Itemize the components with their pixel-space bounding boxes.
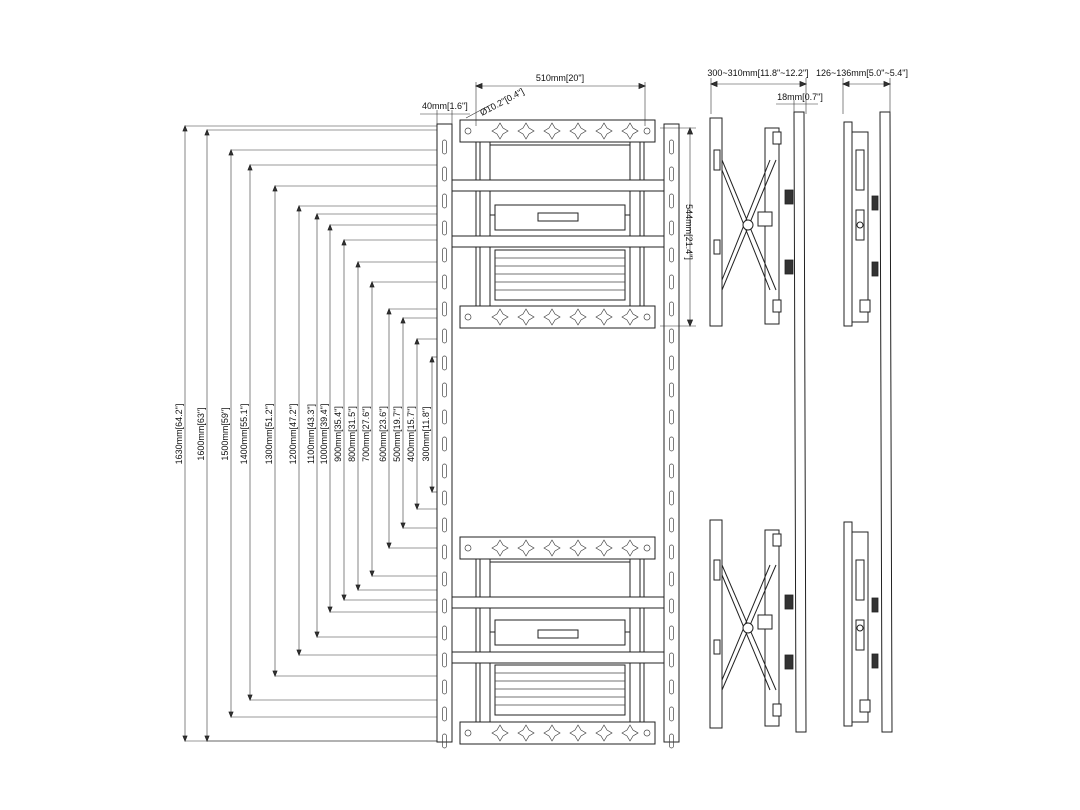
lower-bracket	[451, 536, 665, 745]
height-label-7: 1100mm[43.3"]	[306, 404, 316, 464]
lower-retracted-mount	[843, 521, 879, 727]
depth-dimension: 300~310mm[11.8"~12.2"] 18mm[0.7"]	[707, 68, 823, 114]
upper-retracted-mount	[843, 121, 879, 327]
bracket-height-dimension: 544mm[21.4"]	[660, 126, 696, 328]
height-dimension-8: 1000mm[39.4"]	[319, 223, 437, 614]
height-label-9: 900mm[35.4"]	[333, 406, 343, 462]
height-dimension-11: 700mm[27.6"]	[361, 280, 437, 578]
upper-strap-1	[451, 179, 665, 192]
lower-strap-2	[451, 651, 665, 664]
height-dimension-14: 400mm[15.7"]	[406, 337, 437, 511]
side-depth-dimension: 126~136mm[5.0"~5.4"]	[816, 68, 908, 114]
height-label-14: 400mm[15.7"]	[406, 406, 416, 462]
height-label-10: 800mm[31.5"]	[347, 406, 357, 462]
lower-scissor-arm	[709, 519, 794, 729]
upper-scissor-arm	[709, 117, 794, 327]
display-panel-retracted	[879, 111, 893, 733]
plate-cutouts	[464, 122, 651, 742]
height-dimension-4: 1400mm[55.1"]	[239, 163, 437, 702]
height-label-13: 500mm[19.7"]	[392, 406, 402, 462]
height-label-2: 1600mm[63"]	[196, 407, 206, 460]
side-view-extended: 300~310mm[11.8"~12.2"] 18mm[0.7"]	[707, 68, 823, 733]
lower-strap-1	[451, 596, 665, 609]
height-label-3: 1500mm[59"]	[220, 407, 230, 460]
upper-strap-2	[451, 235, 665, 248]
right-rail	[663, 123, 680, 743]
rail-slots	[442, 139, 674, 749]
height-dimension-6: 1200mm[47.2"]	[288, 204, 437, 657]
front-view: 510mm[20"] 40mm[1.6"] Ø10.2"[0.4"] 544mm…	[420, 73, 696, 749]
height-label-1: 1630mm[64.2"]	[174, 404, 184, 465]
height-label-12: 600mm[23.6"]	[378, 406, 388, 462]
side-depth-label: 126~136mm[5.0"~5.4"]	[816, 68, 908, 78]
left-rail	[436, 123, 453, 743]
height-dimension-10: 800mm[31.5"]	[347, 260, 437, 592]
upper-bottom-plate	[459, 305, 656, 329]
lower-bottom-plate	[459, 721, 656, 745]
upper-top-plate	[459, 119, 656, 143]
width-label: 510mm[20"]	[536, 73, 584, 83]
side-view-retracted: 126~136mm[5.0"~5.4"]	[816, 68, 908, 733]
height-label-5: 1300mm[51.2"]	[264, 404, 274, 465]
height-label-15: 300mm[11.8"]	[421, 406, 431, 461]
depth-range-label: 300~310mm[11.8"~12.2"]	[707, 68, 808, 78]
height-dimension-5: 1300mm[51.2"]	[264, 184, 437, 678]
display-panel	[793, 111, 807, 733]
height-dimension-15: 300mm[11.8"]	[421, 355, 437, 494]
height-dimension-7: 1100mm[43.3"]	[306, 212, 437, 639]
height-label-8: 1000mm[39.4"]	[319, 404, 329, 465]
height-label-11: 700mm[27.6"]	[361, 406, 371, 462]
upper-bracket	[451, 119, 665, 329]
offset-label: 40mm[1.6"]	[422, 101, 468, 111]
height-dimension-2: 1600mm[63"]	[196, 128, 437, 743]
lower-top-plate	[459, 536, 656, 560]
width-dimension: 510mm[20"]	[474, 73, 647, 126]
bracket-height-label: 544mm[21.4"]	[684, 204, 694, 260]
vertical-height-dimensions: 1630mm[64.2"] 1600mm[63"] 1500mm[59"] 1400m…	[174, 124, 437, 743]
height-label-4: 1400mm[55.1"]	[239, 404, 249, 465]
height-dimension-13: 500mm[19.7"]	[392, 316, 437, 530]
panel-depth-label: 18mm[0.7"]	[777, 92, 823, 102]
height-label-6: 1200mm[47.2"]	[288, 404, 298, 465]
height-dimension-3: 1500mm[59"]	[220, 148, 437, 719]
offset-dimension: 40mm[1.6"] Ø10.2"[0.4"]	[420, 86, 526, 124]
height-dimension-9: 900mm[35.4"]	[333, 238, 437, 602]
height-dimension-12: 600mm[23.6"]	[378, 307, 437, 550]
hole-dia-label: Ø10.2"[0.4"]	[478, 86, 525, 118]
